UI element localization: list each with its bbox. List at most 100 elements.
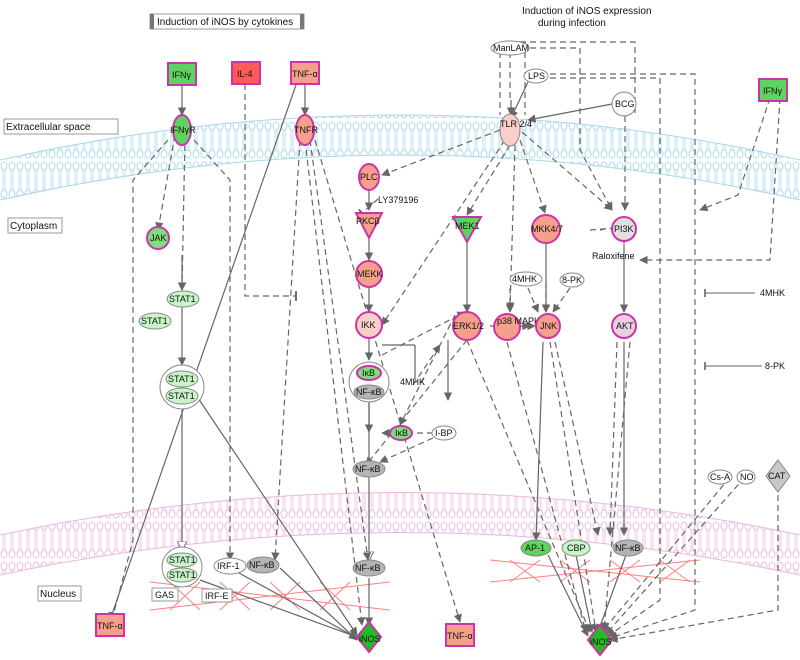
label-inos-right: iNOS [590, 637, 612, 647]
label-cat: CAT [768, 471, 786, 481]
node-bcg[interactable] [611, 91, 637, 117]
node-ibp[interactable] [431, 425, 457, 441]
node-tnfa-bottom-left[interactable] [95, 613, 125, 637]
label-tnfa-bottom-left: TNF-α [97, 621, 123, 631]
nucleus-label: Nucleus [40, 589, 76, 600]
node-stat1-b[interactable] [138, 312, 172, 330]
label-ikb-top: IκB [362, 368, 375, 378]
node-manlam[interactable] [490, 40, 530, 56]
node-nfkb-nuc-right[interactable] [612, 539, 644, 557]
label-ap1: AP-1 [525, 543, 545, 553]
node-cbp[interactable] [561, 539, 591, 557]
label-inos-left: iNOS [359, 634, 381, 644]
node-erk[interactable] [452, 311, 482, 341]
label-tnfa-bottom-mid: TNF-α [447, 631, 473, 641]
label-irfe: IRF-E [205, 591, 229, 601]
dna-strand-left [149, 581, 391, 611]
label-tnfa-top: TNF-α [292, 69, 318, 79]
label-gas: GAS [155, 590, 174, 600]
label-stat1-a: STAT1 [169, 294, 196, 304]
label-ibp: I-BP [435, 428, 453, 438]
label-lps: LPS [528, 71, 545, 81]
node-plc[interactable] [358, 163, 380, 191]
label-nfkb-top: NF-κB [356, 387, 382, 397]
label-irf1: IRF-1 [217, 561, 240, 571]
node-no[interactable] [736, 469, 756, 485]
label-p38: p38 MAPK [497, 316, 540, 326]
node-tnfa-bottom-mid[interactable] [445, 623, 475, 647]
label-4mhk-right: 4MHK [512, 274, 537, 284]
label-ifng-right: IFNγ [763, 86, 782, 96]
title-cytokines: Induction of iNOS by cytokines [157, 17, 293, 28]
node-cat[interactable] [765, 459, 791, 493]
nuclear-membrane [0, 492, 800, 575]
node-mek1[interactable] [451, 216, 483, 245]
node-ifngr[interactable] [172, 114, 192, 146]
node-csa[interactable] [707, 469, 733, 485]
node-mekk[interactable] [355, 260, 383, 288]
label-stat1-nuc-bottom: STAT1 [169, 570, 196, 580]
node-lps[interactable] [523, 68, 549, 84]
node-pi3k[interactable] [611, 216, 637, 242]
node-stat1-a[interactable] [166, 290, 200, 308]
node-p38[interactable] [493, 313, 521, 341]
node-inos-right[interactable] [586, 623, 614, 657]
node-ifng-right[interactable] [758, 78, 788, 102]
label-ikb-mid: IκB [395, 428, 408, 438]
label-plc: PLC [360, 172, 378, 182]
label-mekk: MEKK [357, 269, 383, 279]
node-ap1[interactable] [520, 539, 552, 557]
label-pi3k: PI3K [614, 224, 634, 234]
node-4mhk-right[interactable] [509, 271, 543, 287]
label-manlam: ManLAM [493, 43, 529, 53]
node-ifng-left[interactable] [167, 62, 197, 86]
label-il4: IL-4 [237, 69, 253, 79]
label-tnfr: TNFR [294, 125, 318, 135]
label-raloxifene: Raloxifene [592, 251, 635, 261]
node-pkcb[interactable] [354, 212, 384, 241]
node-mkk47[interactable] [531, 214, 561, 244]
label-stat1-dimer-top: STAT1 [168, 374, 195, 384]
title-infection-line2: during infection [538, 18, 606, 29]
node-nfkb-mid[interactable] [352, 460, 386, 478]
label-csa: Cs-A [710, 472, 730, 482]
label-pkcb: PKCβ [356, 216, 380, 226]
node-ikb-mid[interactable] [389, 425, 413, 441]
node-inos-left[interactable] [355, 620, 383, 654]
extracellular-label: Extracellular space [6, 122, 91, 133]
cytoplasm-label: Cytoplasm [10, 221, 57, 232]
label-ly379196: LY379196 [378, 195, 418, 205]
label-nfkb-mid: NF-κB [355, 464, 381, 474]
label-8pk-far: 8-PK [765, 361, 785, 371]
label-4mhk-far: 4MHK [760, 288, 785, 298]
node-irf1[interactable] [213, 557, 247, 575]
node-nfkb-nuc-left[interactable] [246, 556, 280, 574]
node-il4[interactable] [231, 61, 261, 85]
label-erk: ERK1/2 [453, 321, 484, 331]
node-tnfr[interactable] [295, 114, 315, 146]
cell-membrane [0, 115, 800, 200]
node-nfkb-nuc-mid[interactable] [352, 559, 386, 577]
label-8pk: 8-PK [562, 275, 582, 285]
label-bcg: BCG [615, 99, 635, 109]
node-akt[interactable] [611, 313, 637, 339]
title-infection-line1: Induction of iNOS expression [522, 6, 652, 17]
label-ifng-left: IFNγ [172, 70, 191, 80]
node-8pk[interactable] [559, 272, 585, 288]
label-nfkb-nuc-left: NF-κB [249, 560, 275, 570]
label-jnk: JNK [540, 321, 557, 331]
label-mkk47: MKK4/7 [531, 224, 563, 234]
label-no: NO [740, 472, 754, 482]
node-jak[interactable] [146, 226, 170, 250]
label-ikk: IKK [361, 320, 376, 330]
node-tnfa-top[interactable] [290, 61, 320, 85]
node-tlr[interactable] [499, 113, 521, 147]
label-mek1: MEK1 [455, 221, 480, 231]
label-jak: JAK [150, 233, 167, 243]
label-cbp: CBP [567, 543, 586, 553]
node-ikk[interactable] [355, 311, 383, 339]
label-stat1-b: STAT1 [141, 316, 168, 326]
node-jnk[interactable] [535, 313, 561, 339]
label-akt: AKT [616, 321, 634, 331]
